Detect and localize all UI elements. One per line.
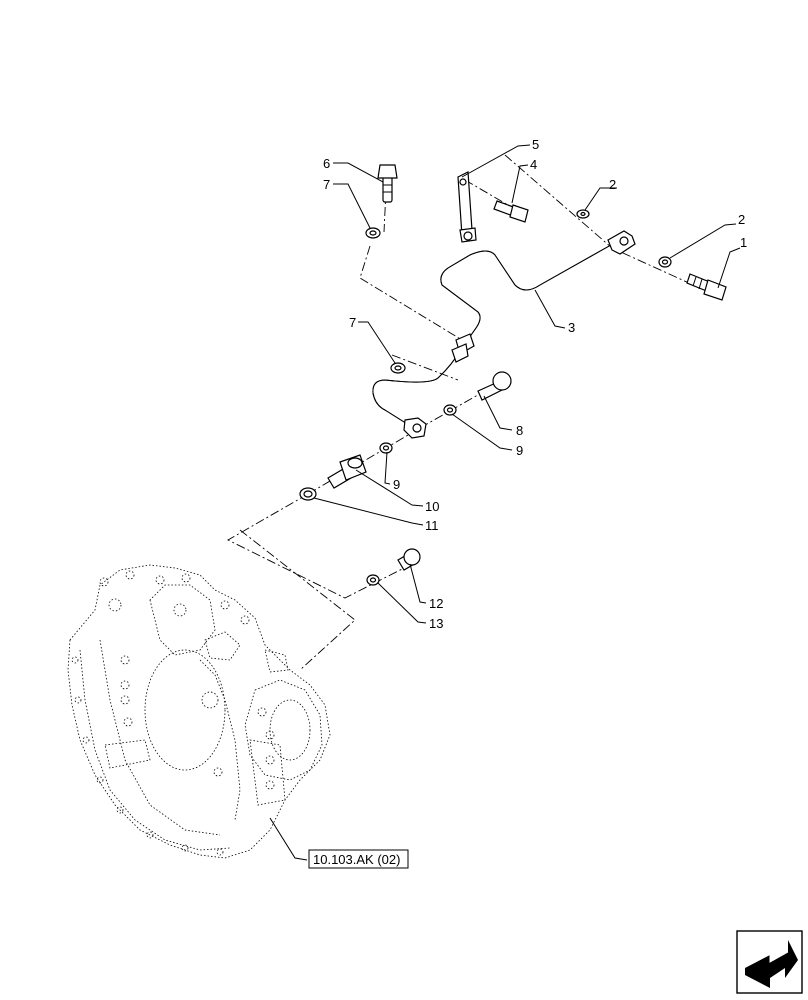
callout-11: 11 bbox=[425, 518, 439, 533]
washer-9-lower bbox=[379, 442, 393, 454]
callout-9-left: 9 bbox=[393, 477, 400, 492]
callout-10: 10 bbox=[425, 499, 439, 514]
callout-4: 4 bbox=[530, 157, 537, 172]
pipe-3 bbox=[372, 230, 636, 439]
bracket-5 bbox=[457, 171, 477, 243]
leader-lines bbox=[269, 144, 741, 861]
callout-7-upper: 7 bbox=[323, 177, 330, 192]
callout-6: 6 bbox=[323, 156, 330, 171]
arrow-box-icon[interactable] bbox=[736, 930, 803, 994]
washer-9-upper bbox=[443, 404, 457, 416]
banjo-bolt-8 bbox=[477, 371, 512, 401]
callout-1: 1 bbox=[740, 235, 747, 250]
bolt-4 bbox=[493, 200, 529, 223]
callout-3: 3 bbox=[568, 320, 575, 335]
callout-12: 12 bbox=[429, 596, 443, 611]
callout-2-lower: 2 bbox=[738, 212, 745, 227]
callout-7-lower: 7 bbox=[349, 315, 356, 330]
callout-13: 13 bbox=[429, 616, 443, 631]
plug-12 bbox=[397, 548, 421, 571]
sealing-washer-7-upper bbox=[365, 227, 381, 239]
callout-labels: 1 2 2 3 4 5 6 7 7 8 9 9 10 11 12 13 bbox=[323, 137, 747, 631]
adapter-10 bbox=[327, 454, 367, 489]
washer-13 bbox=[366, 574, 380, 586]
callout-5: 5 bbox=[532, 137, 539, 152]
banjo-bolt-6 bbox=[377, 164, 398, 203]
callout-2-upper: 2 bbox=[609, 177, 616, 192]
washer-11 bbox=[299, 487, 317, 501]
transmission-housing bbox=[67, 564, 331, 859]
callout-8: 8 bbox=[516, 423, 523, 438]
callout-9-right: 9 bbox=[516, 443, 523, 458]
reference-link[interactable]: 10.103.AK (02) bbox=[308, 849, 409, 869]
washer-2-upper bbox=[576, 209, 590, 219]
banjo-bolt-1 bbox=[686, 273, 727, 301]
reference-label[interactable]: 10.103.AK (02) bbox=[313, 852, 400, 867]
washer-2-lower bbox=[658, 256, 672, 268]
washer-7-lower bbox=[390, 362, 406, 374]
